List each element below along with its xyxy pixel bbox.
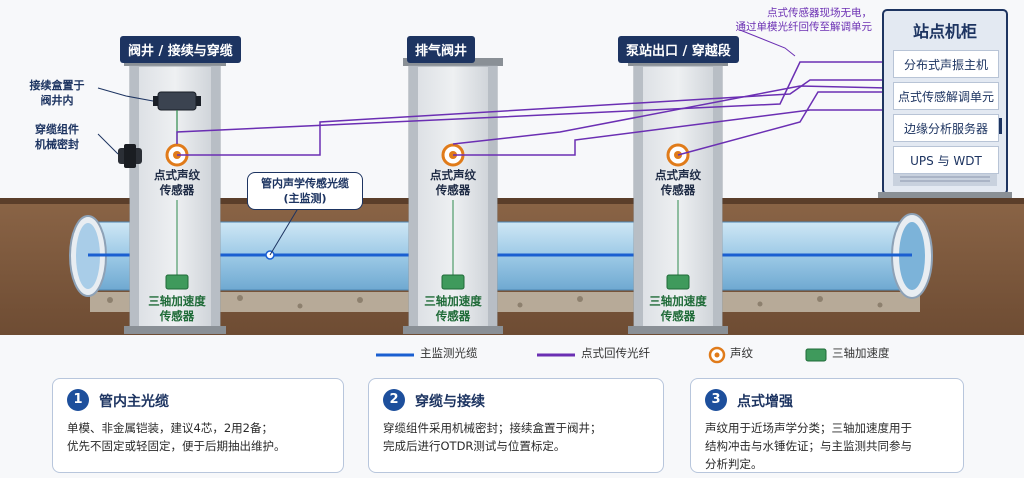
accel-sensor-label: 三轴加速度 传感器 <box>649 294 707 323</box>
legend-main-cable: 主监测光缆 <box>420 346 478 360</box>
acoustic-sensor-label: 点式声纹 传感器 <box>154 168 200 197</box>
card-title: 点式增强 <box>737 394 793 410</box>
well-title-1: 阀井 / 接续与穿缆 <box>120 36 241 63</box>
legend-accel: 三轴加速度 <box>832 346 890 360</box>
accel-sensor-label: 三轴加速度 传感器 <box>148 294 206 323</box>
cabinet-item-2: 点式传感解调单元 <box>893 82 999 110</box>
info-card-1: 1 管内主光缆 单模、非金属铠装，建议4芯，2用2备； 优先不固定或轻固定，便于… <box>52 378 344 473</box>
card-body: 穿缆组件采用机械密封；接续盒置于阀井； 完成后进行OTDR测试与位置标定。 <box>383 421 602 453</box>
acoustic-sensor-label: 点式声纹 传感器 <box>655 168 701 197</box>
return-fiber-lines <box>176 61 889 156</box>
well-title-3: 泵站出口 / 穿越段 <box>618 36 739 63</box>
accelerometer-icon <box>165 274 189 290</box>
legend-acoustic: 声纹 <box>730 346 753 360</box>
card-number: 3 <box>705 389 727 411</box>
card-number: 2 <box>383 389 405 411</box>
splice-box-icon <box>157 91 197 111</box>
card-title: 穿缆与接续 <box>415 394 485 410</box>
cabinet-item-4: UPS 与 WDT <box>893 146 999 174</box>
accelerometer-icon <box>441 274 465 290</box>
card-body: 声纹用于近场声学分类；三轴加速度用于 结构冲击与水锤佐证；与主监测共同参与 分析… <box>705 421 912 471</box>
ground-surface <box>0 198 1024 204</box>
info-card-2: 2 穿缆与接续 穿缆组件采用机械密封；接续盒置于阀井； 完成后进行OTDR测试与… <box>368 378 664 473</box>
legend-return-fiber: 点式回传光纤 <box>581 346 650 360</box>
info-card-3: 3 点式增强 声纹用于近场声学分类；三轴加速度用于 结构冲击与水锤佐证；与主监测… <box>690 378 964 473</box>
cabinet-item-1: 分布式声振主机 <box>893 50 999 78</box>
acoustic-sensor-label: 点式声纹 传感器 <box>430 168 476 197</box>
legend-accel-icon <box>805 348 827 362</box>
card-body: 单模、非金属铠装，建议4芯，2用2备； 优先不固定或轻固定，便于后期抽出维护。 <box>67 421 286 453</box>
accel-sensor-label: 三轴加速度 传感器 <box>424 294 482 323</box>
cabinet-title: 站点机柜 <box>912 22 977 41</box>
cabinet-item-3: 边缘分析服务器 <box>893 114 999 142</box>
callout-main-cable: 管内声学传感光缆 (主监测) <box>247 172 363 210</box>
card-title: 管内主光缆 <box>99 394 169 410</box>
well-title-2: 排气阀井 <box>407 36 476 63</box>
card-number: 1 <box>67 389 89 411</box>
callout-splice-box: 接续盒置于 阀井内 <box>29 79 85 107</box>
callout-seal: 穿缆组件 机械密封 <box>35 123 79 151</box>
accelerometer-icon <box>666 274 690 290</box>
callout-top-note: 点式传感器现场无电， 通过单模光纤回传至解调单元 <box>735 7 873 33</box>
